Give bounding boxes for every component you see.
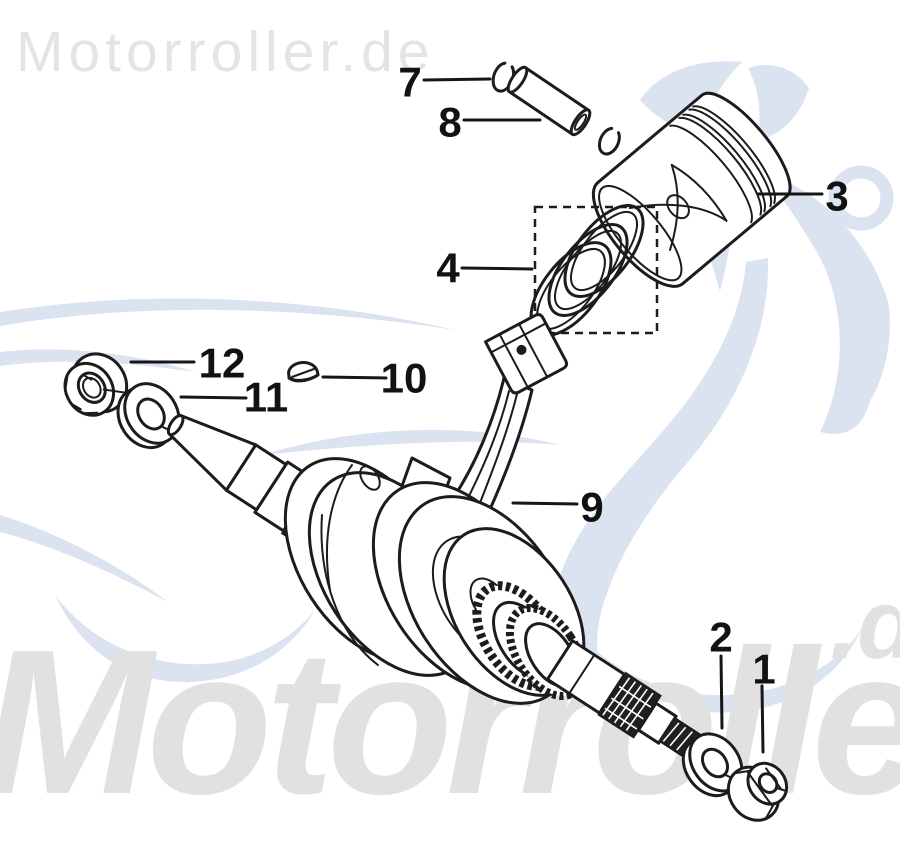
callout-number-1: 1 [752,646,775,693]
circlip-lower-drawing [597,126,621,156]
callout-number-2: 2 [709,614,732,661]
site-logo: Motorroller.de [16,20,435,84]
callout-number-11: 11 [244,374,288,421]
woodruff-key-drawing [287,360,320,383]
callout-line-2 [719,654,724,730]
callout-number-4: 4 [436,245,460,292]
callout-line-7 [422,77,492,82]
callout-number-10: 10 [381,355,428,402]
flange-nut-drawing [63,352,129,417]
callout-line-11 [179,395,248,400]
callout-line-1 [760,684,765,754]
piston-pin-drawing [506,65,592,137]
crank-nut-drawing [726,761,789,822]
watermark-domain: .de [830,569,900,679]
crankshaft-drawing [166,313,711,761]
callout-line-10 [321,375,388,380]
washer-small-drawing [116,382,181,450]
dashed-box [533,205,659,335]
piston-ring-set-drawing [529,204,659,337]
callout-leader-lines [129,77,824,754]
callout-number-9: 9 [580,484,603,531]
callout-number-3: 3 [825,173,848,220]
piston-drawing [591,91,792,288]
callout-line-9 [511,501,579,506]
callout-line-4 [460,266,534,271]
callout-number-8: 8 [438,99,461,146]
wing-watermark [0,61,894,713]
callout-number-12: 12 [199,340,246,387]
washer-large-drawing [681,732,744,798]
callout-number-7: 7 [398,59,421,106]
